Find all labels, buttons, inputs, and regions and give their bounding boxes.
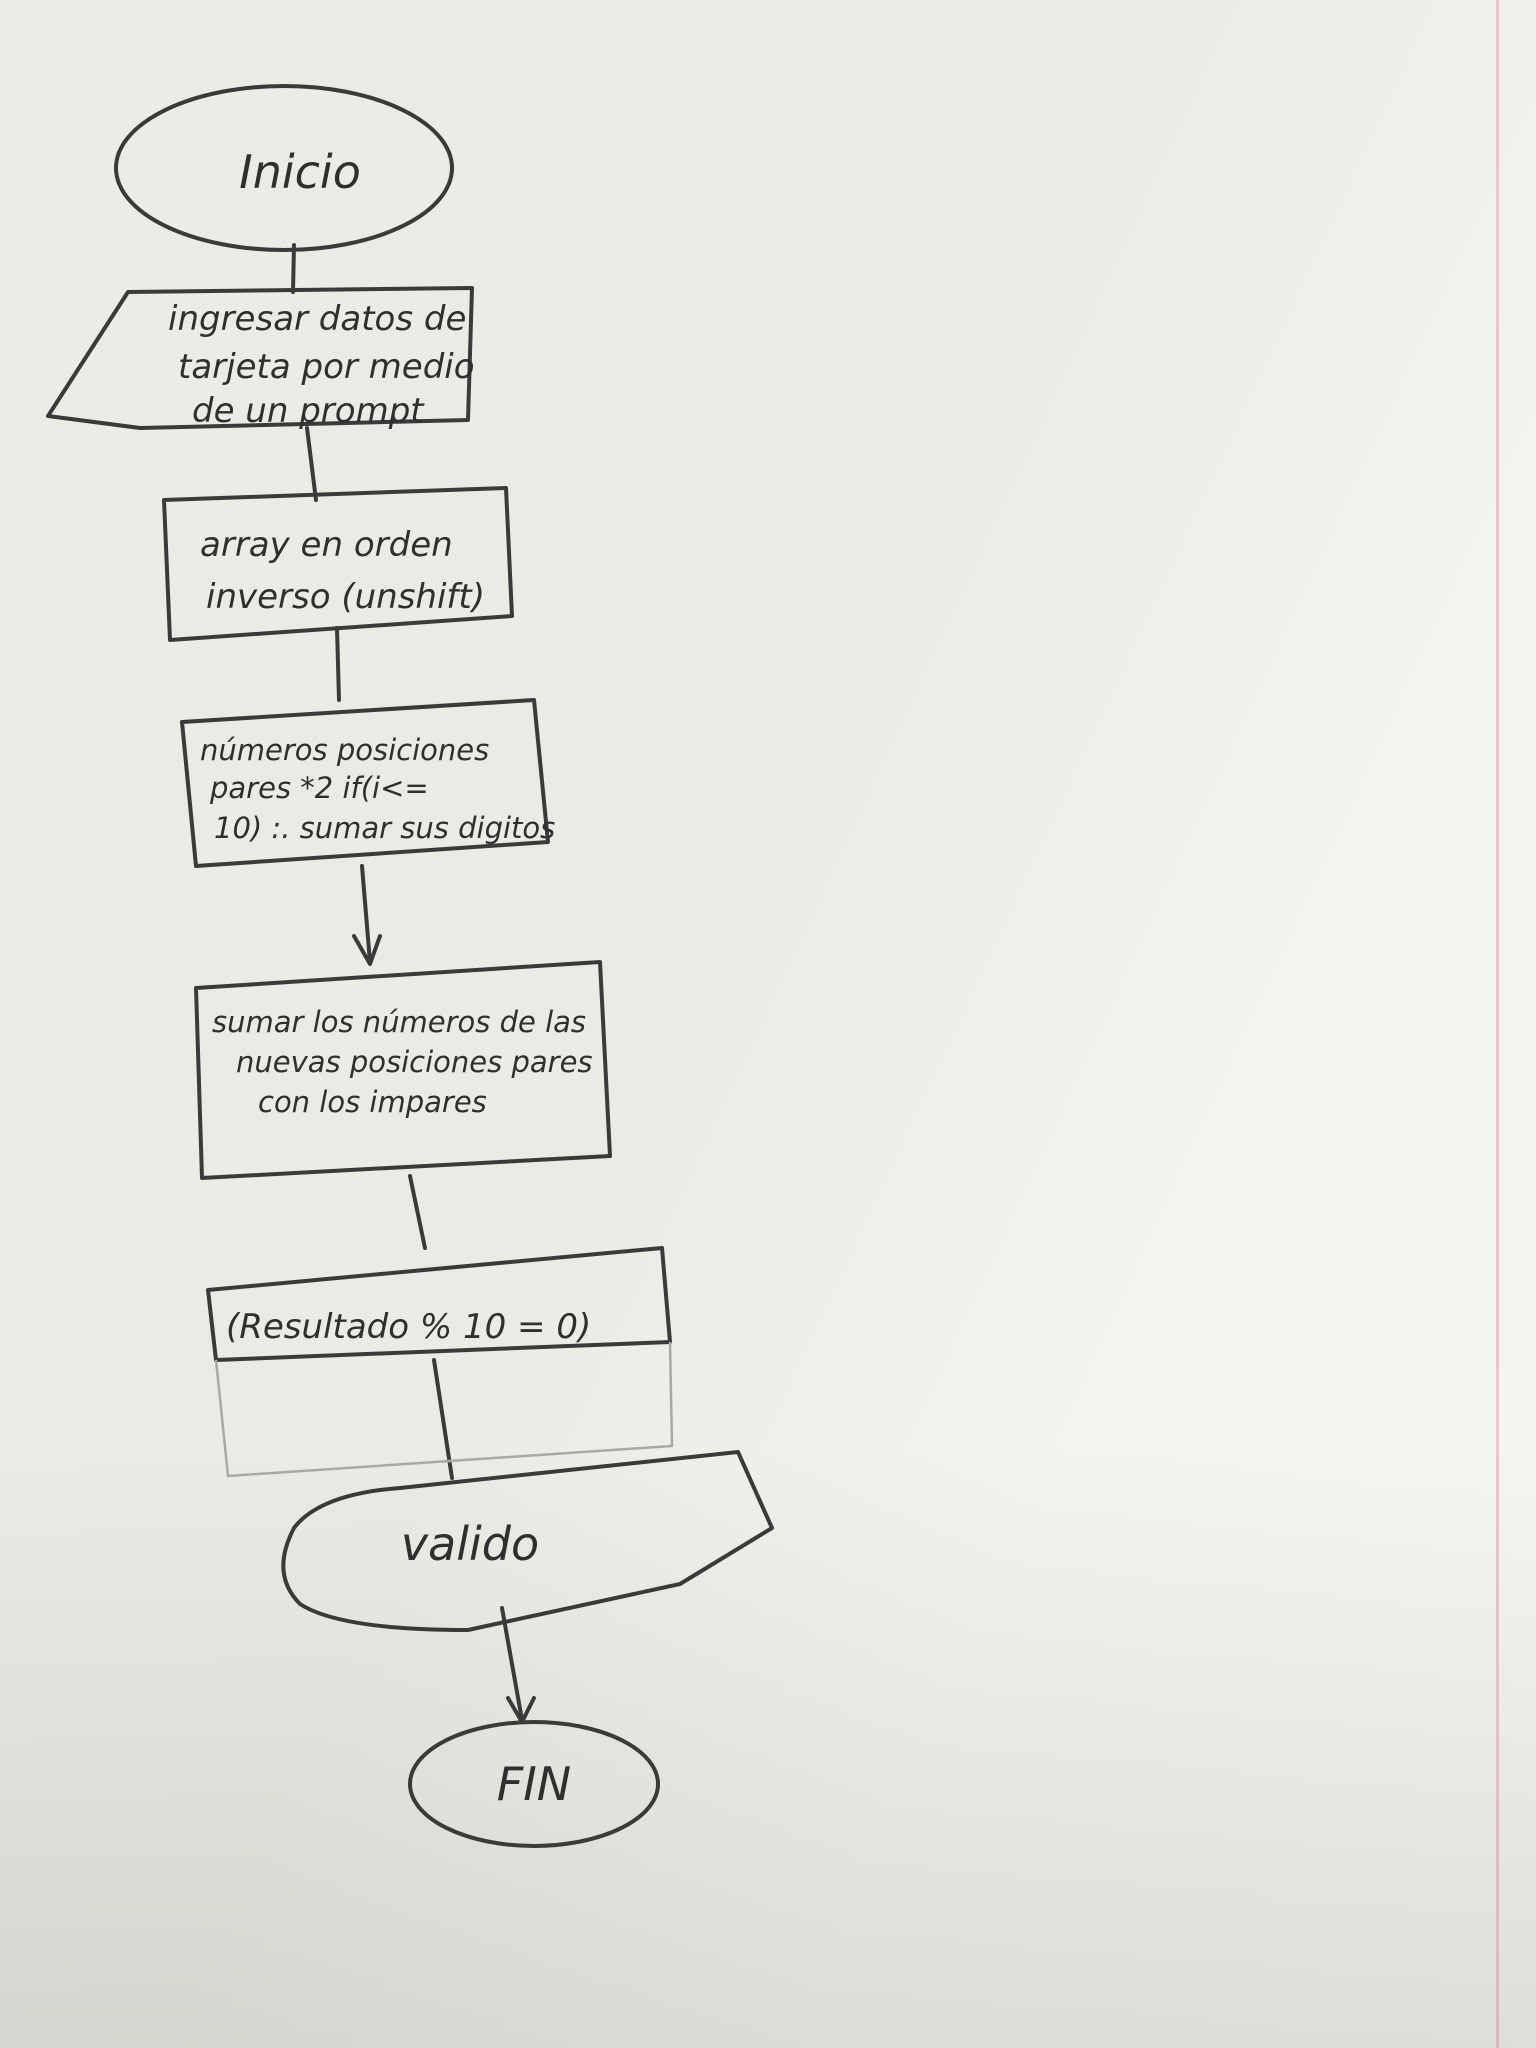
- reverse-label-line1: array en orden: [200, 525, 453, 565]
- output-shape: [281, 1450, 774, 1632]
- connector-sum-condition: [408, 1174, 427, 1250]
- start-label: Inicio: [239, 145, 361, 199]
- end-label: FIN: [497, 1757, 571, 1811]
- end-terminator: [408, 1720, 660, 1848]
- paper-shadow: [0, 1450, 1536, 2048]
- double-label-line1: números posiciones: [200, 733, 489, 767]
- input-shape: [46, 286, 474, 430]
- double-label-line3: 10) :. sumar sus digitos: [214, 811, 555, 845]
- input-label-line1: ingresar datos de: [168, 299, 466, 339]
- double-process-box: [180, 698, 550, 868]
- reverse-label-line2: inverso (unshift): [206, 577, 485, 617]
- sum-label-line1: sumar los números de las: [212, 1005, 586, 1039]
- connector-output-end: [500, 1606, 524, 1722]
- connector-reverse-double: [335, 626, 341, 702]
- start-terminator: [114, 84, 454, 252]
- connector-input-reverse: [305, 426, 318, 502]
- sum-label-line3: con los impares: [258, 1085, 487, 1119]
- input-label-line3: de un prompt: [192, 391, 425, 431]
- input-label-line2: tarjeta por medio: [178, 347, 475, 387]
- connector-double-sum: [360, 864, 372, 964]
- output-label: valido: [401, 1517, 539, 1571]
- sum-label-line2: nuevas posiciones pares: [236, 1045, 593, 1079]
- condition-box-erased-part: [214, 1341, 674, 1478]
- sum-process-box: [194, 960, 612, 1180]
- reverse-process-box: [162, 486, 514, 642]
- arrowhead-sum: [352, 934, 382, 966]
- condition-label: (Resultado % 10 = 0): [226, 1307, 591, 1347]
- margin-line: [1496, 0, 1499, 2048]
- connector-condition-output: [432, 1358, 454, 1480]
- connector-start-input: [291, 243, 296, 294]
- double-label-line2: pares *2 if(i<=: [209, 771, 429, 805]
